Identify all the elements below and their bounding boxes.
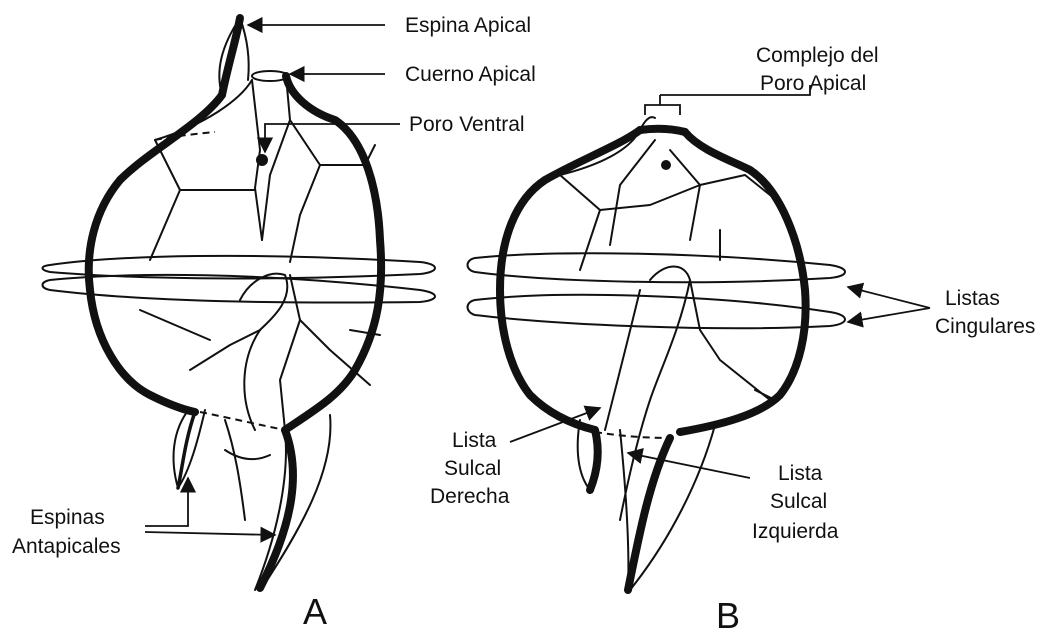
- label-listas-line2: Cingulares: [935, 315, 1035, 338]
- ventral-pore-dot-a: [256, 154, 268, 166]
- label-izquierda-line2: Sulcal: [770, 490, 827, 513]
- label-izquierda-line1: Lista: [778, 462, 823, 485]
- outline-right-a: [285, 76, 381, 430]
- label-espinas-line1: Espinas: [30, 506, 105, 529]
- label-derecha-line3: Derecha: [430, 485, 510, 508]
- cingular-list-b: [468, 253, 846, 282]
- cingular-list-a: [43, 256, 436, 279]
- panel-letter-b: B: [716, 595, 740, 635]
- label-listas-line1: Listas: [945, 287, 1000, 310]
- panel-letter-a: A: [303, 591, 327, 632]
- label-derecha-line1: Lista: [452, 429, 497, 452]
- label-complejo-line2: Poro Apical: [760, 72, 866, 95]
- cell-a-drawing: [43, 18, 436, 590]
- apical-spine-a: [222, 18, 240, 95]
- label-derecha-line2: Sulcal: [444, 457, 501, 480]
- ventral-pore-dot-b: [661, 160, 671, 170]
- label-espinas-line2: Antapicales: [12, 535, 121, 558]
- antapical-spine-left-b: [590, 430, 598, 490]
- label-izquierda-line3: Izquierda: [752, 520, 839, 543]
- apical-pore-complex-b: [640, 129, 685, 132]
- label-complejo-line1: Complejo del: [756, 44, 879, 67]
- label-poro-ventral: Poro Ventral: [409, 113, 525, 136]
- label-cuerno-apical: Cuerno Apical: [405, 63, 536, 86]
- label-espina-apical: Espina Apical: [405, 14, 531, 37]
